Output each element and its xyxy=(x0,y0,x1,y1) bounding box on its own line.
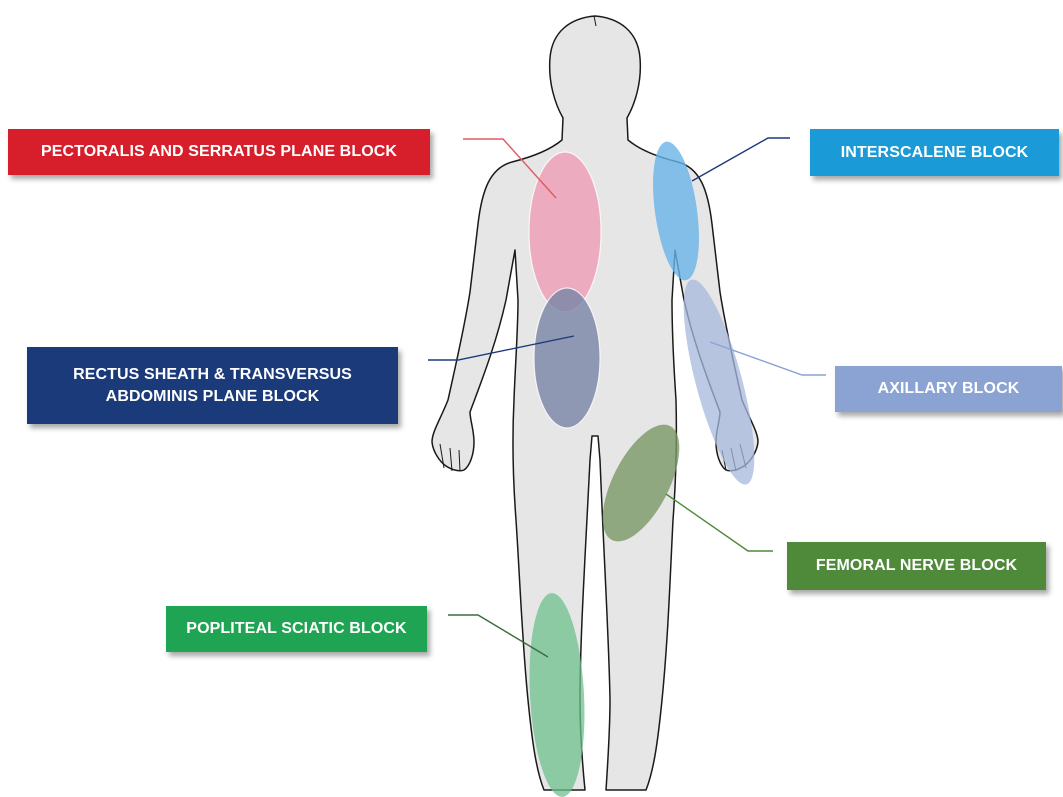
rectus-sheath-label: RECTUS SHEATH & TRANSVERSUS ABDOMINIS PL… xyxy=(27,347,398,424)
interscalene-text: INTERSCALENE BLOCK xyxy=(841,142,1029,164)
axillary-text: AXILLARY BLOCK xyxy=(878,378,1020,400)
popliteal-sciatic-label: POPLITEAL SCIATIC BLOCK xyxy=(166,606,427,652)
axillary-label: AXILLARY BLOCK xyxy=(835,366,1062,412)
interscalene-leader xyxy=(692,138,790,181)
rectus-sheath-text-line2: ABDOMINIS PLANE BLOCK xyxy=(106,386,320,408)
femoral-leader xyxy=(666,494,773,551)
rectus-sheath-text-line1: RECTUS SHEATH & TRANSVERSUS xyxy=(73,364,352,386)
femoral-nerve-label: FEMORAL NERVE BLOCK xyxy=(787,542,1046,590)
pectoralis-serratus-text: PECTORALIS AND SERRATUS PLANE BLOCK xyxy=(41,141,397,163)
pectoralis-serratus-label: PECTORALIS AND SERRATUS PLANE BLOCK xyxy=(8,129,430,175)
femoral-nerve-text: FEMORAL NERVE BLOCK xyxy=(816,555,1017,577)
rectus-region xyxy=(534,288,600,428)
popliteal-sciatic-text: POPLITEAL SCIATIC BLOCK xyxy=(186,618,406,640)
interscalene-label: INTERSCALENE BLOCK xyxy=(810,129,1059,176)
